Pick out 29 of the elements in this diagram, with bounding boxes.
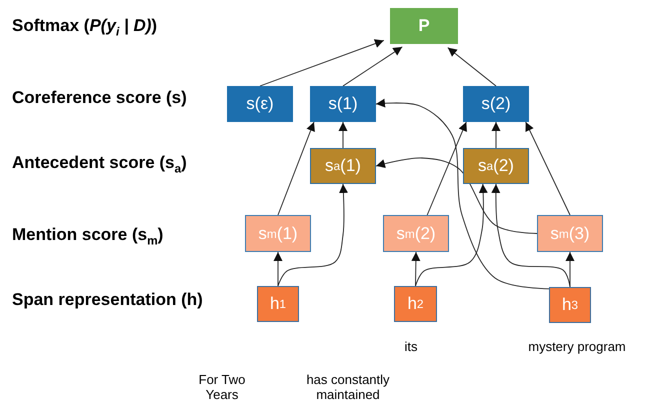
arrow bbox=[566, 252, 574, 288]
arrow bbox=[376, 158, 538, 234]
word-label: mystery program bbox=[527, 339, 627, 354]
coreference-score-box: s(ε) bbox=[227, 86, 293, 122]
arrow bbox=[447, 47, 496, 86]
word-label: has constantly maintained bbox=[305, 372, 391, 402]
arrow bbox=[491, 184, 570, 288]
arrow bbox=[274, 252, 282, 286]
arrow bbox=[342, 46, 403, 86]
arrow bbox=[278, 184, 348, 286]
coreference-score-box: s(2) bbox=[463, 86, 529, 122]
coreference-score-box: s(1) bbox=[310, 86, 376, 122]
arrow bbox=[415, 184, 488, 286]
arrow bbox=[411, 252, 420, 286]
row-label: Coreference score (s) bbox=[12, 88, 187, 108]
arrow bbox=[338, 122, 348, 148]
row-label: Antecedent score (s$_{a}$) bbox=[12, 153, 187, 176]
arrow bbox=[426, 122, 467, 216]
arrow bbox=[525, 122, 570, 216]
softmax-box: P bbox=[390, 8, 458, 44]
arrow bbox=[278, 122, 315, 216]
word-label: its bbox=[404, 339, 418, 354]
arrow bbox=[376, 98, 550, 290]
arrow bbox=[260, 39, 384, 86]
arrow bbox=[492, 122, 500, 148]
row-label: Softmax (P(y$_{i}$ | D)) bbox=[12, 16, 158, 38]
row-label: Span representation (h) bbox=[12, 290, 203, 310]
row-label: Mention score (s$_{m}$) bbox=[12, 225, 164, 248]
word-label: For Two Years bbox=[198, 372, 246, 402]
